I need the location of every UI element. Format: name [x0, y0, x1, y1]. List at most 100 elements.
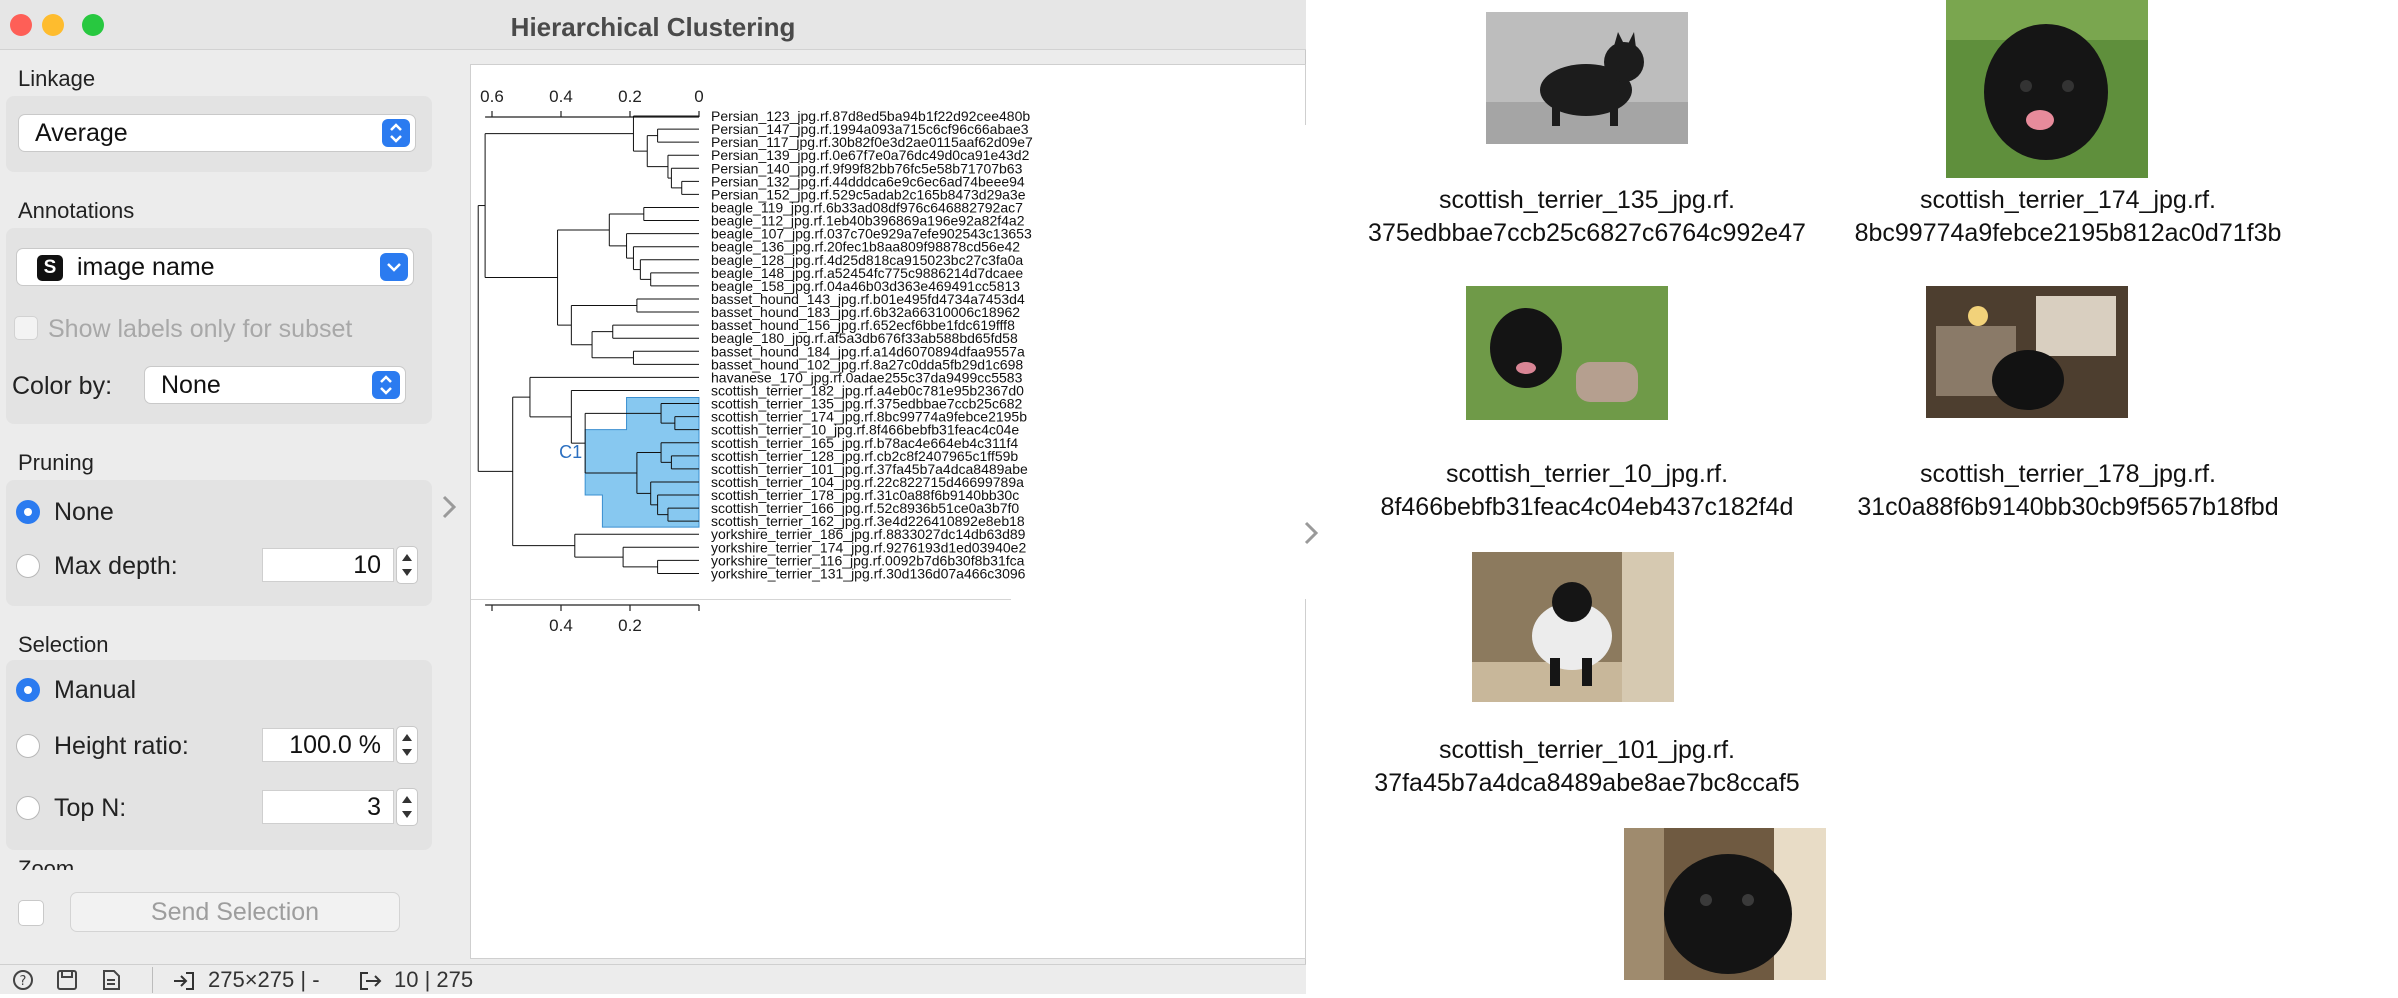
output-summary: 10 | 275 [394, 967, 474, 992]
leaf-label[interactable]: beagle_128_jpg.rf.4d25d818ca915023bc27c3… [711, 252, 1023, 268]
leaf-label[interactable]: Persian_147_jpg.rf.1994a093a715c6cf96c66… [711, 121, 1029, 137]
leaf-label[interactable]: scottish_terrier_182_jpg.rf.a4eb0c781e95… [711, 382, 1024, 398]
caption-line: 31c0a88f6b9140bb30cb9f5657b18fbd [1857, 493, 2279, 521]
leaf-label[interactable]: scottish_terrier_101_jpg.rf.37fa45b7a4dc… [711, 461, 1028, 477]
caption-line: scottish_terrier_135_jpg.rf. [1439, 186, 1735, 214]
leaf-label[interactable]: scottish_terrier_165_jpg.rf.b78ac4e664eb… [711, 435, 1018, 451]
leaf-label[interactable]: scottish_terrier_128_jpg.rf.cb2c8f240796… [711, 448, 1018, 464]
show-labels-subset-checkbox[interactable] [14, 316, 38, 340]
zoom-window-button[interactable] [82, 14, 104, 36]
caption-line: 375edbbae7ccb25c6827c6764c992e47 [1368, 219, 1806, 247]
image-caption: scottish_terrier_178_jpg.rf. 31c0a88f6b9… [1818, 458, 2318, 524]
linkage-combo[interactable]: Average [18, 114, 416, 152]
leaf-label[interactable]: scottish_terrier_162_jpg.rf.3e4d22641089… [711, 513, 1025, 529]
leaf-label[interactable]: beagle_136_jpg.rf.20fec1b8aa809f98878cd5… [711, 239, 1020, 255]
selection-height-ratio-label: Height ratio: [54, 732, 189, 760]
leaf-label[interactable]: Persian_123_jpg.rf.87d8ed5ba94b1f22d92ce… [711, 108, 1030, 124]
save-icon[interactable] [56, 969, 78, 997]
window-title: Hierarchical Clustering [510, 12, 796, 42]
image-thumbnail[interactable] [1624, 828, 1826, 980]
height-ratio-spinbox[interactable]: 100.0 % [262, 728, 394, 762]
leaf-label[interactable]: beagle_158_jpg.rf.04a46b03d363e469491cc5… [711, 278, 1020, 294]
annotation-value: image name [77, 253, 215, 281]
leaf-label[interactable]: beagle_107_jpg.rf.037c70e929a7efe902543c… [711, 226, 1032, 242]
bottom-axis-separator [471, 599, 1011, 600]
caption-line: scottish_terrier_101_jpg.rf. [1439, 736, 1735, 764]
color-by-combo[interactable]: None [144, 366, 406, 404]
pruning-none-radio[interactable] [16, 500, 40, 524]
image-thumbnail[interactable] [1472, 552, 1674, 702]
leaf-label[interactable]: scottish_terrier_174_jpg.rf.8bc99774a9fe… [711, 409, 1027, 425]
zoom-section-label-clip: Zoom [18, 856, 118, 870]
leaf-label[interactable]: scottish_terrier_178_jpg.rf.31c0a88f6b91… [711, 487, 1019, 503]
annotation-combo[interactable]: S image name [16, 248, 414, 286]
top-axis-tick-label: 0 [694, 87, 703, 106]
send-selection-button[interactable]: Send Selection [70, 892, 400, 932]
max-depth-stepper[interactable] [396, 546, 418, 584]
image-thumbnail[interactable] [1946, 0, 2148, 178]
leaf-label[interactable]: Persian_152_jpg.rf.529c5adab2c165b8473d2… [711, 186, 1026, 202]
svg-text:?: ? [20, 974, 27, 989]
title-bar: Hierarchical Clustering [0, 0, 1306, 50]
image-thumbnail[interactable] [1486, 12, 1688, 144]
leaf-label[interactable]: basset_hound_102_jpg.rf.8a27c0dda5fb29d1… [711, 356, 1023, 372]
image-thumbnail[interactable] [1926, 286, 2128, 418]
leaf-label[interactable]: beagle_112_jpg.rf.1eb40b396869a196e92a82… [711, 213, 1025, 229]
top-n-spinbox[interactable]: 3 [262, 790, 394, 824]
auto-send-checkbox[interactable] [18, 900, 44, 926]
caption-line: 37fa45b7a4dca8489abe8ae7bc8ccaf5 [1374, 769, 1800, 797]
help-icon[interactable]: ? [12, 969, 34, 997]
selection-manual-radio[interactable] [16, 678, 40, 702]
leaf-label[interactable]: yorkshire_terrier_116_jpg.rf.0092b7d6b30… [711, 552, 1025, 568]
top-n-stepper[interactable] [396, 788, 418, 826]
close-window-button[interactable] [10, 14, 32, 36]
selection-top-n-label: Top N: [54, 794, 127, 822]
leaf-label[interactable]: beagle_180_jpg.rf.af5a3db676f33ab588bd65… [711, 330, 1018, 346]
label-clip-mask [1237, 125, 1307, 599]
annotations-panel: S image name Show labels only for subset… [6, 228, 432, 424]
annotations-section-label: Annotations [18, 198, 135, 223]
collapse-panel-chevron-icon[interactable] [436, 490, 462, 524]
max-depth-spinbox[interactable]: 10 [262, 548, 394, 582]
expand-panel-chevron-icon[interactable] [1298, 516, 1324, 550]
leaf-label[interactable]: Persian_139_jpg.rf.0e67f7e0a76dc49d0ca91… [711, 147, 1030, 163]
leaf-label[interactable]: beagle_119_jpg.rf.6b33ad08df976c64688279… [711, 199, 1023, 215]
linkage-section-label: Linkage [18, 66, 96, 91]
leaf-label[interactable]: yorkshire_terrier_131_jpg.rf.30d136d07a4… [711, 565, 1026, 581]
selection-section-label: Selection [18, 632, 109, 657]
leaf-label[interactable]: basset_hound_156_jpg.rf.652ecf6bbe1fdc61… [711, 317, 1015, 333]
leaf-label[interactable]: scottish_terrier_166_jpg.rf.52c8936b51ce… [711, 500, 1019, 516]
hierarchical-clustering-window: Hierarchical Clustering Linkage Average … [0, 0, 1307, 997]
image-caption: scottish_terrier_174_jpg.rf. 8bc99774a9f… [1828, 184, 2308, 250]
caption-line: scottish_terrier_174_jpg.rf. [1920, 186, 2216, 214]
image-thumbnail[interactable] [1466, 286, 1668, 420]
leaf-label[interactable]: Persian_132_jpg.rf.44dddca6e9c6ec6ad74be… [711, 173, 1025, 189]
leaf-label[interactable]: scottish_terrier_104_jpg.rf.22c822715d46… [711, 474, 1024, 490]
leaf-label[interactable]: yorkshire_terrier_186_jpg.rf.8833027dc14… [711, 526, 1026, 542]
leaf-label[interactable]: basset_hound_184_jpg.rf.a14d6070894dfaa9… [711, 343, 1025, 359]
pruning-max-depth-label: Max depth: [54, 552, 178, 580]
leaf-label[interactable]: beagle_148_jpg.rf.a52454fc775c9886214d7d… [711, 265, 1023, 281]
color-by-label: Color by: [12, 372, 113, 400]
linkage-value: Average [35, 119, 128, 147]
pruning-max-depth-radio[interactable] [16, 554, 40, 578]
selection-height-ratio-radio[interactable] [16, 734, 40, 758]
image-viewer: scottish_terrier_135_jpg.rf. 375edbbae7c… [1304, 0, 2398, 994]
leaf-label[interactable]: Persian_117_jpg.rf.30b82f0e3d2ae0115aaf6… [711, 134, 1033, 150]
leaf-label[interactable]: scottish_terrier_10_jpg.rf.8f466bebfb31f… [711, 422, 1019, 438]
leaf-label[interactable]: basset_hound_143_jpg.rf.b01e495fd4734a74… [711, 291, 1025, 307]
show-labels-subset-label: Show labels only for subset [48, 315, 353, 343]
selection-top-n-radio[interactable] [16, 796, 40, 820]
leaf-label[interactable]: Persian_140_jpg.rf.9f99f82bb76fc5e58b717… [711, 160, 1023, 176]
leaf-label[interactable]: basset_hound_183_jpg.rf.6b32a66310006c18… [711, 304, 1020, 320]
minimize-window-button[interactable] [42, 14, 64, 36]
leaf-label[interactable]: scottish_terrier_135_jpg.rf.375edbbae7cc… [711, 396, 1023, 412]
height-ratio-stepper[interactable] [396, 726, 418, 764]
leaf-label[interactable]: yorkshire_terrier_174_jpg.rf.9276193d1ed… [711, 539, 1026, 555]
leaf-label[interactable]: havanese_170_jpg.rf.0adae255c37da9499cc5… [711, 369, 1023, 385]
report-icon[interactable] [100, 969, 122, 997]
pruning-none-label: None [54, 498, 114, 526]
updown-chevron-icon [372, 371, 400, 399]
